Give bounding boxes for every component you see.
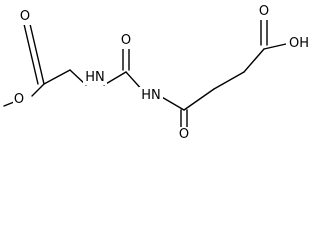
bond-amide-carbon-chain (183, 88, 215, 111)
atom-label-urea-oxygen: O (121, 33, 131, 48)
atom-lower-nh: HN (139, 87, 163, 103)
bond-layer (3, 19, 287, 131)
atom-label-amide-oxygen: O (179, 127, 189, 142)
atom-urea-oxygen: O (120, 33, 132, 49)
bond-methyl-methoxy-o (3, 101, 15, 107)
bond-nh-upper-urea-carbon (103, 71, 127, 86)
atom-methoxy-oxygen: O (13, 92, 25, 108)
bond-chain-middle (213, 71, 245, 90)
bond-ester-carbonyl-a (29, 23, 45, 85)
atom-ester-carbonyl-oxygen: O (19, 9, 31, 25)
bond-chain-acid-carbon (243, 48, 265, 73)
structural-formula: O O HN O HN O O OH (3, 4, 312, 143)
atom-layer: O O HN O HN O O OH (13, 4, 312, 143)
atom-acid-carbonyl-oxygen: O (258, 4, 270, 20)
atom-amide-oxygen: O (178, 127, 190, 143)
bond-acid-carbon-oh (263, 43, 287, 50)
bond-ester-carbon-ch2 (43, 69, 71, 85)
atom-label-acid-hydroxyl: OH (289, 36, 309, 51)
bond-nh-lower-amide-carbon (159, 95, 185, 111)
bond-methoxy-o-ester-carbon (31, 83, 45, 97)
atom-acid-hydroxyl: OH (286, 35, 312, 51)
atom-label-acid-carbonyl-oxygen: O (259, 4, 269, 19)
atom-label-upper-nh: HN (85, 70, 105, 85)
atom-label-methoxy-oxygen: O (14, 92, 24, 107)
atom-upper-nh: HN (83, 69, 107, 85)
bond-ester-carbonyl-b (23, 23, 39, 85)
atom-label-lower-nh: HN (141, 88, 161, 103)
atom-label-ester-carbonyl-oxygen: O (20, 9, 30, 24)
